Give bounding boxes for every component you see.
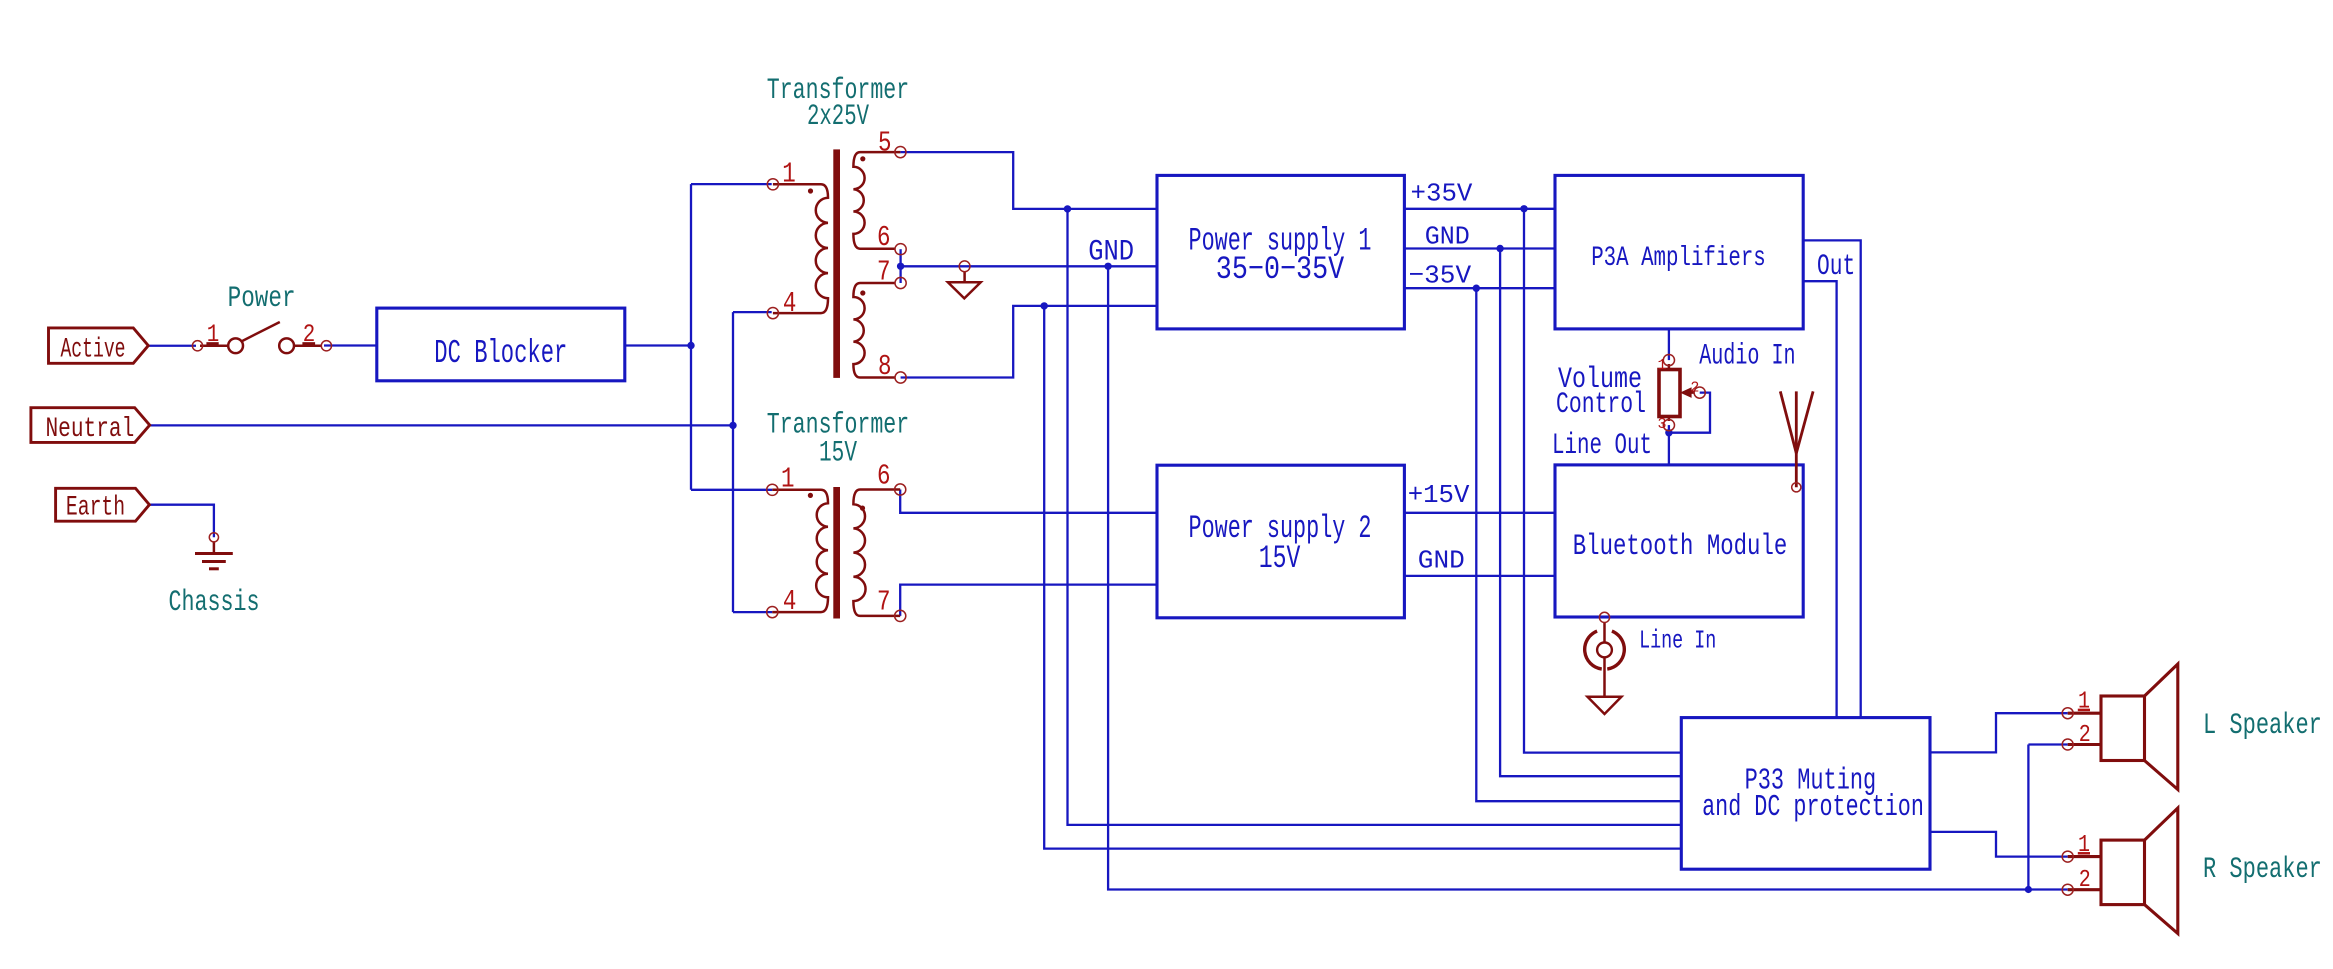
svg-text:Out: Out xyxy=(1817,250,1855,284)
svg-text:7: 7 xyxy=(877,255,891,288)
svg-text:Transformer: Transformer xyxy=(767,74,909,108)
svg-text:Earth: Earth xyxy=(66,493,125,524)
svg-text:+15V: +15V xyxy=(1408,480,1470,510)
svg-text:15V: 15V xyxy=(819,436,857,470)
svg-text:Power: Power xyxy=(228,282,296,316)
svg-text:Power supply 2: Power supply 2 xyxy=(1189,510,1372,547)
svg-text:Line In: Line In xyxy=(1639,626,1716,656)
svg-text:15V: 15V xyxy=(1259,540,1301,577)
svg-text:4: 4 xyxy=(783,287,797,320)
svg-text:3: 3 xyxy=(1657,416,1666,433)
svg-text:Transformer: Transformer xyxy=(767,409,909,443)
svg-text:2: 2 xyxy=(2079,722,2091,749)
svg-text:7: 7 xyxy=(877,586,891,619)
svg-text:Bluetooth Module: Bluetooth Module xyxy=(1573,530,1788,564)
svg-text:R Speaker: R Speaker xyxy=(2203,853,2322,887)
svg-text:2: 2 xyxy=(2079,867,2091,894)
svg-text:1: 1 xyxy=(207,320,220,349)
svg-text:and DC protection: and DC protection xyxy=(1702,790,1924,825)
svg-text:Neutral: Neutral xyxy=(46,414,135,445)
svg-text:1: 1 xyxy=(2078,832,2090,859)
svg-text:Chassis: Chassis xyxy=(169,586,260,620)
svg-text:Control: Control xyxy=(1556,388,1646,422)
svg-text:5: 5 xyxy=(878,127,892,160)
svg-text:1: 1 xyxy=(782,158,796,191)
svg-text:35−0−35V: 35−0−35V xyxy=(1216,251,1345,288)
svg-text:+35V: +35V xyxy=(1411,179,1473,209)
svg-text:6: 6 xyxy=(877,460,891,493)
svg-text:GND: GND xyxy=(1418,546,1465,576)
svg-text:1: 1 xyxy=(2078,689,2090,716)
svg-text:Active: Active xyxy=(60,334,125,365)
svg-text:1: 1 xyxy=(1657,357,1666,374)
svg-text:Volume: Volume xyxy=(1558,363,1642,397)
svg-text:GND: GND xyxy=(1088,236,1134,270)
svg-text:1: 1 xyxy=(781,463,795,496)
svg-text:−35V: −35V xyxy=(1409,261,1472,291)
svg-text:DC Blocker: DC Blocker xyxy=(434,335,567,372)
svg-text:P3A Amplifiers: P3A Amplifiers xyxy=(1591,243,1766,274)
svg-text:4: 4 xyxy=(783,585,797,618)
svg-text:P33 Muting: P33 Muting xyxy=(1745,763,1877,798)
svg-text:Line Out: Line Out xyxy=(1552,429,1652,463)
svg-text:2: 2 xyxy=(1690,380,1699,397)
svg-text:2x25V: 2x25V xyxy=(807,100,869,134)
svg-text:GND: GND xyxy=(1425,222,1470,252)
svg-text:Audio In: Audio In xyxy=(1699,340,1795,374)
svg-text:6: 6 xyxy=(877,221,891,254)
svg-text:Power supply 1: Power supply 1 xyxy=(1189,222,1372,259)
svg-text:8: 8 xyxy=(878,350,892,383)
svg-text:L Speaker: L Speaker xyxy=(2203,709,2322,743)
svg-text:2: 2 xyxy=(303,320,316,349)
